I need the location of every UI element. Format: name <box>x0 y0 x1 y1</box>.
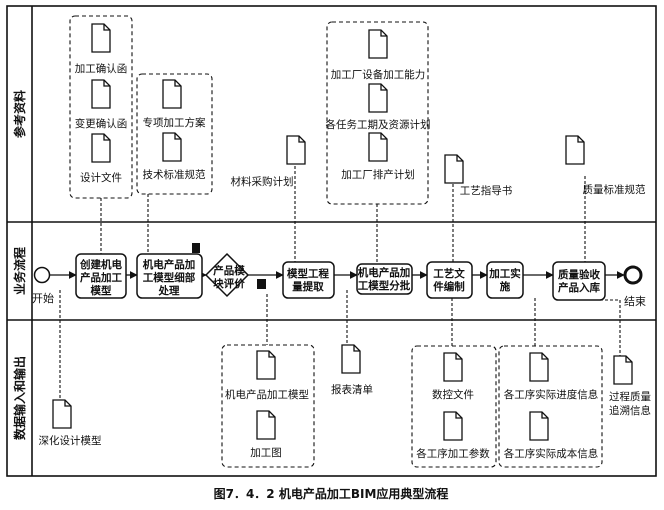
doc-tech-standard: 技术标准规范 <box>143 168 206 181</box>
lane-label-reference: 参考资料 <box>12 90 27 138</box>
doc-nc-file: 数控文件 <box>432 388 474 401</box>
doc-change-confirm: 变更确认函 <box>75 117 128 130</box>
doc-icon <box>162 132 182 162</box>
doc-icon <box>256 410 276 440</box>
task-quality-acceptance: 质量验收产品入库 <box>552 261 606 301</box>
task-model-batching: 机电产品加工模型分批 <box>356 263 413 295</box>
svg-text:创建机电产品加工模型: 创建机电产品加工模型 <box>79 258 122 297</box>
doc-icon <box>368 132 388 162</box>
flow-marker <box>257 279 266 289</box>
doc-factory-plan: 加工厂排产计划 <box>341 168 415 181</box>
doc-quality-standard: 质量标准规范 <box>583 183 646 196</box>
doc-icon <box>529 411 549 441</box>
doc-icon <box>52 399 72 429</box>
doc-factory-capability: 加工厂设备加工能力 <box>331 68 426 81</box>
connectors <box>59 166 621 400</box>
doc-process-drawing: 加工图 <box>250 447 282 459</box>
doc-icon <box>162 79 182 109</box>
doc-icon <box>91 79 111 109</box>
start-label: 开始 <box>32 291 54 305</box>
svg-text:工艺文件编制: 工艺文件编制 <box>433 267 465 293</box>
end-label: 结束 <box>624 295 646 308</box>
doc-process-guide: 工艺指导书 <box>460 184 513 197</box>
doc-icon <box>91 23 111 53</box>
doc-process-confirm: 加工确认函 <box>75 62 128 75</box>
doc-icon <box>443 352 463 382</box>
document-icons <box>52 23 633 441</box>
doc-icon <box>444 154 464 184</box>
doc-icon <box>341 344 361 374</box>
lane-label-io: 数据输入和输出 <box>12 356 27 440</box>
doc-icon <box>443 411 463 441</box>
doc-icon <box>529 352 549 382</box>
doc-product-model: 机电产品加工模型 <box>225 388 309 401</box>
svg-text:加工实施: 加工实施 <box>488 267 521 293</box>
flow-marker <box>192 243 200 253</box>
doc-task-schedule: 各任务工期及资源计划 <box>326 118 431 131</box>
start-event <box>33 266 51 284</box>
swimlane-frame <box>6 5 657 477</box>
doc-icon <box>256 350 276 380</box>
task-process-document: 工艺文件编制 <box>426 261 473 299</box>
doc-material-plan: 材料采购计划 <box>231 175 294 188</box>
doc-design-file: 设计文件 <box>80 171 122 184</box>
task-create-model: 创建机电产品加工模型 <box>75 253 127 299</box>
svg-text:机电产品加工模型分批: 机电产品加工模型分批 <box>358 266 411 292</box>
doc-deep-design-model: 深化设计模型 <box>39 434 102 447</box>
task-implementation: 加工实施 <box>486 261 524 299</box>
doc-quality-trace: 过程质量追溯信息 <box>609 390 651 417</box>
doc-process-params: 各工序加工参数 <box>416 447 490 460</box>
gateway-module-evaluation: 产品模块评价 <box>204 252 250 298</box>
doc-icon <box>91 133 111 163</box>
lane-label-business: 业务流程 <box>12 247 27 295</box>
doc-icon <box>286 135 306 165</box>
svg-text:机电产品加工模型细部处理: 机电产品加工模型细部处理 <box>143 258 196 297</box>
svg-text:产品模块评价: 产品模块评价 <box>213 264 245 290</box>
doc-icon <box>565 135 585 165</box>
end-event <box>623 265 643 285</box>
doc-special-plan: 专项加工方案 <box>143 116 206 129</box>
task-quantity-extract: 模型工程量提取 <box>282 261 335 299</box>
doc-progress-info: 各工序实际进度信息 <box>504 388 599 401</box>
doc-icon <box>368 83 388 113</box>
svg-text:模型工程量提取: 模型工程量提取 <box>287 267 329 293</box>
doc-icon <box>368 29 388 59</box>
svg-text:质量验收产品入库: 质量验收产品入库 <box>558 268 600 294</box>
figure-caption: 图7．4．2 机电产品加工BIM应用典型流程 <box>214 486 449 501</box>
task-detail-processing: 机电产品加工模型细部处理 <box>136 253 203 299</box>
doc-icon <box>613 355 633 385</box>
doc-cost-info: 各工序实际成本信息 <box>504 447 599 460</box>
doc-report-list: 报表清单 <box>331 383 373 396</box>
